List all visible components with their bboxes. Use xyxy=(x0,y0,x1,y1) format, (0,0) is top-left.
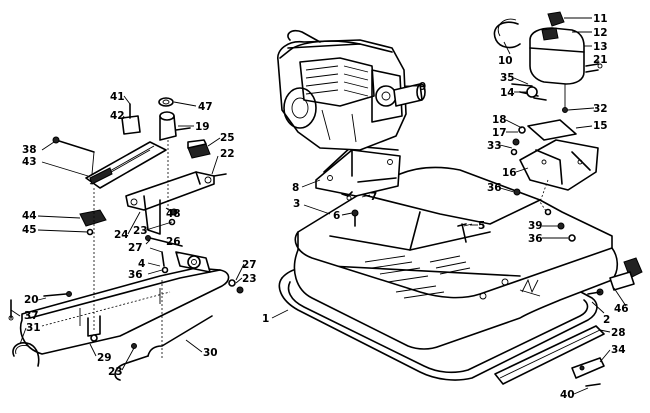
callout-7: 7 xyxy=(370,191,377,203)
callout-20: 20 xyxy=(24,294,39,306)
leader-lines xyxy=(10,17,627,395)
engine xyxy=(277,29,426,151)
callout-22: 22 xyxy=(220,148,235,160)
callout-43: 43 xyxy=(22,156,37,168)
callout-36-a: 36 xyxy=(128,269,143,281)
callout-6: 6 xyxy=(333,210,340,222)
callout-10: 10 xyxy=(498,55,513,67)
callout-19: 19 xyxy=(195,121,210,133)
callout-40: 40 xyxy=(560,389,575,401)
callout-35: 35 xyxy=(500,72,515,84)
callout-23-a: 23 xyxy=(133,225,148,237)
callout-47: 47 xyxy=(198,101,213,113)
callout-27-a: 27 xyxy=(128,242,143,254)
callout-26: 26 xyxy=(166,236,181,248)
callout-36-b: 36 xyxy=(487,182,502,194)
callout-42: 42 xyxy=(110,110,125,122)
linkage-assembly xyxy=(52,97,244,360)
callout-2: 2 xyxy=(603,314,610,326)
callout-30: 30 xyxy=(203,347,218,359)
callout-32: 32 xyxy=(593,103,608,115)
callout-24: 24 xyxy=(114,229,129,241)
callout-37: 37 xyxy=(24,310,39,322)
callout-5: 5 xyxy=(478,220,485,232)
callout-41: 41 xyxy=(110,91,125,103)
engine-mount xyxy=(315,145,401,197)
callout-16: 16 xyxy=(502,167,517,179)
callout-18: 18 xyxy=(492,114,507,126)
callout-11: 11 xyxy=(593,13,608,25)
callout-38: 38 xyxy=(22,144,37,156)
callout-31: 31 xyxy=(26,322,41,334)
callout-12: 12 xyxy=(593,27,608,39)
callout-36-c: 36 xyxy=(528,233,543,245)
guard-assembly xyxy=(510,119,599,216)
callout-15: 15 xyxy=(593,120,608,132)
callout-4: 4 xyxy=(138,258,145,270)
chassis xyxy=(293,166,619,350)
callout-34: 34 xyxy=(611,344,626,356)
rail-assembly xyxy=(494,257,643,387)
callout-1: 1 xyxy=(262,313,269,325)
callout-39: 39 xyxy=(528,220,543,232)
callout-17: 17 xyxy=(492,127,507,139)
callout-29: 29 xyxy=(97,352,112,364)
callout-23-c: 23 xyxy=(108,366,123,378)
callout-21: 21 xyxy=(593,54,608,66)
callout-13: 13 xyxy=(593,41,608,53)
right-fasteners xyxy=(557,222,576,242)
skid-assembly xyxy=(8,267,230,381)
callout-33: 33 xyxy=(487,140,502,152)
callout-27-b: 27 xyxy=(242,259,257,271)
callout-labels: 1 2 3 4 5 6 7 8 9 10 11 12 13 14 15 16 1… xyxy=(22,13,629,401)
callout-44: 44 xyxy=(22,210,37,222)
center-fasteners xyxy=(341,191,473,243)
callout-23-b: 23 xyxy=(242,273,257,285)
callout-14: 14 xyxy=(500,87,515,99)
callout-45: 45 xyxy=(22,224,37,236)
callout-48: 48 xyxy=(166,208,181,220)
callout-8: 8 xyxy=(292,182,299,194)
callout-46: 46 xyxy=(614,303,629,315)
callout-25: 25 xyxy=(220,132,235,144)
callout-9: 9 xyxy=(419,81,426,93)
callout-28: 28 xyxy=(611,327,626,339)
callout-3: 3 xyxy=(293,198,300,210)
